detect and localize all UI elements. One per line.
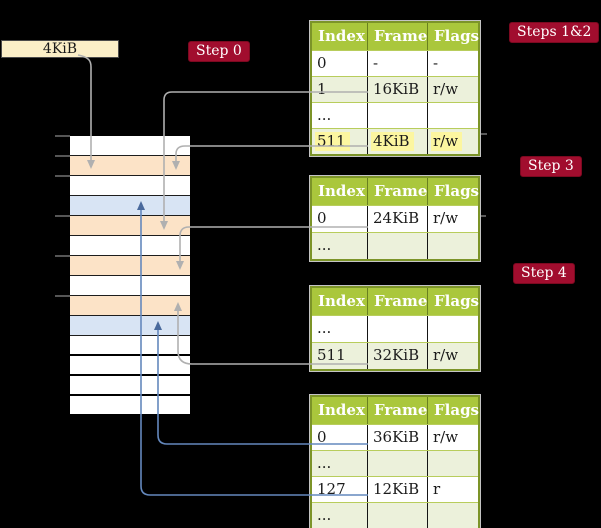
header-index: Index xyxy=(312,397,368,424)
table-row: 0 36KiB r/w xyxy=(312,424,478,450)
memory-row xyxy=(70,236,190,256)
cell-frame: 24KiB xyxy=(368,206,428,232)
physical-memory-column xyxy=(70,136,190,416)
cell-frame xyxy=(368,103,428,128)
cell-frame: - xyxy=(368,51,428,76)
cell-flags xyxy=(428,103,478,128)
memory-row xyxy=(70,136,190,156)
header-frame: Frame xyxy=(368,288,428,315)
cell-flags: r/w xyxy=(433,428,459,446)
memory-row xyxy=(70,356,190,376)
cell-frame: 4KiB xyxy=(368,129,428,154)
memory-row-mapped-page xyxy=(70,296,190,316)
cell-index: 127 xyxy=(312,477,368,502)
table-row: ... xyxy=(312,315,478,342)
highlight: r/w xyxy=(431,132,463,151)
table-header-row: Index Frame Flags xyxy=(312,23,479,50)
header-flags: Flags xyxy=(434,182,479,200)
cell-flags: r/w xyxy=(433,346,459,364)
cell-flags: - xyxy=(433,54,439,72)
cell-index: 511 xyxy=(312,343,368,369)
memory-row-page-table xyxy=(70,316,190,336)
table-header-row: Index Frame Flags xyxy=(312,178,479,205)
cell-frame: 36KiB xyxy=(368,425,428,450)
highlight: 511 xyxy=(315,132,350,151)
memory-row xyxy=(70,176,190,196)
table-row: 127 12KiB r xyxy=(312,476,478,502)
cell-frame xyxy=(368,451,428,476)
memory-row xyxy=(70,336,190,356)
cell-index: ... xyxy=(312,503,368,528)
table-row: ... xyxy=(312,450,478,476)
cell-frame xyxy=(368,233,428,259)
cell-index: 511 xyxy=(312,129,368,154)
header-frame: Frame xyxy=(368,397,428,424)
highlight: 4KiB xyxy=(371,132,414,151)
badge-step-4: Step 4 xyxy=(513,263,575,284)
cell-flags xyxy=(428,451,478,476)
page-table-4: Index Frame Flags 0 36KiB r/w ... 127 12… xyxy=(310,395,480,528)
badge-step-0: Step 0 xyxy=(188,41,250,62)
cell-frame: 32KiB xyxy=(368,343,428,369)
memory-row-page-table xyxy=(70,196,190,216)
table-row: 1 16KiB r/w xyxy=(312,76,478,102)
header-frame: Frame xyxy=(368,178,428,205)
header-index: Index xyxy=(312,23,368,50)
page-table-3: Index Frame Flags ... 511 32KiB r/w xyxy=(310,286,480,371)
table-row: ... xyxy=(312,502,478,528)
table-row: 0 - - xyxy=(312,50,478,76)
page-size-label-box: 4KiB xyxy=(1,40,119,58)
table-row: ... xyxy=(312,232,478,259)
cell-flags xyxy=(428,503,478,528)
cell-index: ... xyxy=(312,233,368,259)
table-row-highlighted: 511 4KiB r/w xyxy=(312,128,478,154)
badge-step-3: Step 3 xyxy=(520,156,582,177)
memory-row xyxy=(70,396,190,416)
table-row: ... xyxy=(312,102,478,128)
memory-row-mapped-page xyxy=(70,156,190,176)
memory-address-ticks xyxy=(55,135,70,297)
table-header-row: Index Frame Flags xyxy=(312,288,479,315)
header-flags: Flags xyxy=(434,292,479,310)
header-index: Index xyxy=(312,288,368,315)
cell-index: ... xyxy=(312,103,368,128)
cell-flags xyxy=(428,316,478,342)
cell-index: 0 xyxy=(312,425,368,450)
cell-frame: 16KiB xyxy=(368,77,428,102)
cell-index: ... xyxy=(312,451,368,476)
page-size-label: 4KiB xyxy=(42,41,78,57)
memory-row xyxy=(70,276,190,296)
cell-frame xyxy=(368,316,428,342)
cell-flags: r xyxy=(433,480,441,498)
page-table-1: Index Frame Flags 0 - - 1 16KiB r/w ... … xyxy=(310,21,480,156)
cell-index: 0 xyxy=(312,206,368,232)
memory-row xyxy=(70,376,190,396)
table-row: 0 24KiB r/w xyxy=(312,205,478,232)
cell-index: 1 xyxy=(312,77,368,102)
cell-flags: r/w xyxy=(433,209,459,227)
cell-frame xyxy=(368,503,428,528)
cell-flags: r/w xyxy=(433,80,459,98)
cell-flags: r/w xyxy=(428,129,478,154)
badge-steps-1-and-2: Steps 1&2 xyxy=(509,22,600,43)
header-flags: Flags xyxy=(434,401,479,419)
memory-row-mapped-page xyxy=(70,216,190,236)
cell-index: ... xyxy=(312,316,368,342)
cell-frame: 12KiB xyxy=(368,477,428,502)
header-flags: Flags xyxy=(434,27,479,45)
header-index: Index xyxy=(312,178,368,205)
table-row: 511 32KiB r/w xyxy=(312,342,478,369)
memory-row-mapped-page xyxy=(70,256,190,276)
cell-flags xyxy=(428,233,478,259)
table-header-row: Index Frame Flags xyxy=(312,397,479,424)
page-table-2: Index Frame Flags 0 24KiB r/w ... xyxy=(310,176,480,261)
cell-index: 0 xyxy=(312,51,368,76)
header-frame: Frame xyxy=(368,23,428,50)
